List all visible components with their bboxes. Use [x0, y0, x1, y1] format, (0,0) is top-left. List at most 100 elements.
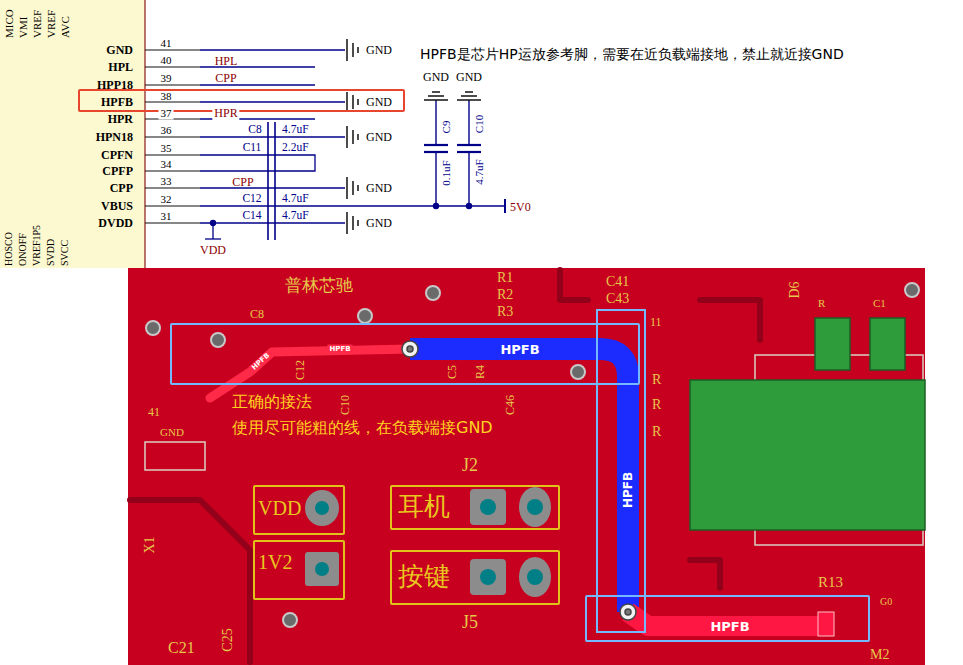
trace-via: [620, 604, 636, 620]
connector-pad: [480, 569, 496, 585]
decoupling-capacitor: [424, 151, 448, 153]
net-wire: [200, 84, 315, 85]
annotation-label: R3: [497, 305, 513, 319]
connector-pad: [305, 552, 339, 586]
copper-trace: [690, 560, 720, 588]
annotation-label: R13: [818, 575, 843, 590]
annotation-label: VMI: [18, 17, 29, 38]
ground-symbol: [352, 181, 354, 195]
annotation-label: GND: [366, 44, 392, 56]
hpfb-load-trace: [628, 612, 834, 636]
ground-symbol: [346, 92, 348, 112]
connector-pad: [519, 557, 551, 597]
annotation-label: 0.1uF: [441, 160, 452, 185]
decoupling-capacitor: [435, 100, 436, 145]
annotation-label: HPL: [108, 61, 133, 73]
via: [146, 321, 160, 335]
trace-via: [402, 341, 418, 357]
ground-symbol: [352, 43, 354, 57]
decoupling-capacitor: [468, 100, 469, 145]
annotation-label: 40: [161, 55, 172, 66]
green-module: [690, 380, 925, 530]
annotation-label: C25: [221, 628, 235, 651]
annotation-label: HPFB: [249, 350, 274, 373]
node-text: 耳机: [398, 494, 450, 520]
annotation-label: 4.7uF: [282, 124, 309, 136]
chip-body: [144, 0, 145, 268]
annotation-label: C46: [504, 395, 516, 415]
trace-label: HPFB: [621, 470, 635, 510]
annotation-label: ONOFF: [18, 233, 28, 266]
annotation-label: GND: [106, 44, 133, 56]
annotation-label: GND: [366, 217, 392, 229]
via: [146, 283, 919, 627]
via: [283, 613, 297, 627]
ground-symbol-up: [424, 92, 481, 100]
annotation-label: SVDD: [46, 239, 56, 266]
annotation-label: HPFB: [327, 345, 352, 354]
annotation-label: 11: [650, 316, 662, 328]
decoupling-capacitor: [424, 144, 448, 146]
annotation-label: C5: [446, 365, 458, 379]
pin-lead: [145, 101, 200, 102]
annotation-label: CPP: [232, 176, 253, 188]
annotation-label: C12: [242, 193, 261, 205]
power-port: [504, 199, 506, 213]
net-wire: [200, 205, 505, 206]
chip-body: [0, 0, 145, 268]
net-wire: [200, 222, 345, 223]
connector-pad: [519, 487, 551, 527]
annotation-label: R: [652, 398, 661, 412]
copper-trace: [130, 270, 760, 662]
annotation-label: DVDD: [98, 217, 133, 229]
annotation-label: HPFB是芯片HP运放参考脚，需要在近负载端接地，禁止就近接GND: [420, 47, 844, 61]
connector-pad: [470, 489, 506, 525]
pin-lead: [145, 136, 200, 137]
connector-pad: [527, 499, 543, 515]
annotation-label: VREF: [32, 10, 43, 38]
decoupling-capacitor: [434, 204, 439, 209]
annotation-label: 正确的接法: [232, 394, 312, 410]
annotation-label: R1: [497, 271, 513, 285]
connector-pad: [305, 490, 339, 526]
ground-symbol: [352, 95, 354, 109]
node-text: HPFB: [101, 96, 133, 108]
node-text: VDD: [258, 498, 301, 518]
ground-symbol: [347, 39, 358, 234]
annotation-label: R: [652, 373, 661, 387]
green-module: [815, 318, 850, 370]
net-wire: [205, 238, 221, 239]
annotation-label: VREF: [46, 10, 57, 38]
via: [358, 309, 372, 323]
silkscreen-box: 耳机: [390, 485, 560, 530]
ground-symbol: [346, 177, 348, 199]
annotation-label: 36: [161, 125, 172, 136]
decoupling-capacitor: [435, 152, 436, 206]
annotation-label: 2.2uF: [282, 142, 309, 154]
hpfb-trace: [617, 385, 639, 595]
annotation-label: GND: [456, 71, 482, 83]
node-text: 按键: [398, 564, 450, 590]
annotation-label: CPFP: [102, 165, 133, 177]
net-wire: [200, 155, 315, 171]
ground-symbol: [357, 134, 359, 140]
annotation-label: R: [818, 298, 825, 309]
annotation-label: 35: [161, 143, 172, 154]
green-module: [690, 318, 925, 530]
ground-symbol-up: [428, 95, 444, 97]
via: [426, 286, 440, 300]
trace-highlight-box: HPFB: [170, 323, 640, 385]
annotation-label: C8: [248, 124, 261, 136]
annotation-label: D6: [788, 281, 802, 298]
pin-lead: [145, 84, 200, 85]
capacitor-symbol: [267, 122, 269, 240]
annotation-label: VREF1P5: [32, 225, 42, 266]
annotation-label: 5V0: [510, 201, 531, 213]
annotation-label: VDD: [200, 244, 226, 256]
annotation-label: HPR: [108, 113, 133, 125]
annotation-label: 普林芯驰: [285, 277, 353, 294]
pin-lead: [145, 154, 200, 155]
annotation-label: SVCC: [60, 240, 70, 266]
via: [571, 365, 585, 379]
ground-symbol-up: [465, 91, 473, 93]
